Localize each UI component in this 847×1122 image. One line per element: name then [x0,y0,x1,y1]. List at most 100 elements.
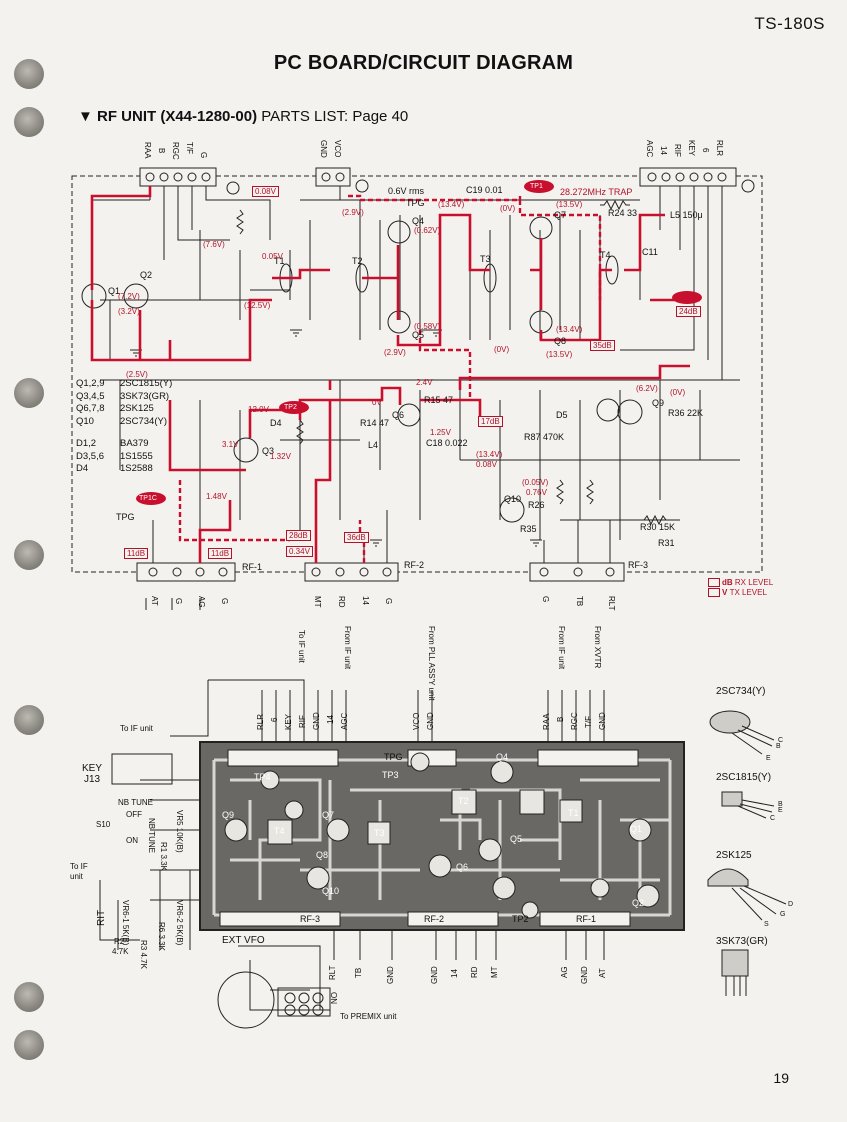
board-t4: T4 [274,826,285,836]
r2-label: R2 [114,937,125,946]
q6-label: Q6 [392,410,405,420]
voltage-label: (7.6V) [203,240,225,249]
board-top-pin: 14 [326,715,335,724]
board-top-pin: GND [598,712,607,730]
voltage-label: 1.48V [206,492,227,501]
punch-hole [14,378,44,408]
c18-label: C18 0.022 [426,438,468,448]
d4-label: D4 [270,418,282,428]
c11-label: C11 [642,247,658,257]
transistor-name: 2SK125 [716,850,752,861]
svg-text:G: G [780,911,785,918]
board-q5: Q5 [510,834,523,844]
voltage-label: (0V) [670,388,686,397]
t4-label: T4 [600,250,611,260]
board-top-pin: RIF [298,715,307,728]
nb-tune2-label: NB TUNE [147,818,156,853]
to-if-label: To IF unit [120,724,153,733]
l4-label: L4 [368,440,379,450]
rf2-label: RF-2 [404,560,424,570]
rf1-label: RF-1 [242,562,262,572]
voltage-label: (2.9V) [342,208,364,217]
j13-label: J13 [84,774,101,785]
punch-hole [14,982,44,1012]
voltage-label: (13.4V) [476,450,503,459]
tp2-marker [279,401,309,414]
db-label: 24dB [676,306,701,317]
board-q8: Q8 [316,850,329,860]
voltage-label: 0.08V [252,186,279,197]
key-label: KEY [82,763,103,774]
voltage-label: (12.5V) [244,301,271,310]
voltage-label: 0V [372,398,382,407]
db-label: 17dB [478,416,503,427]
board-tp2: TP2 [512,914,529,924]
model-number: TS-180S [754,14,825,33]
voltage-label: (2.9V) [384,348,406,357]
board-q6: Q6 [456,862,469,872]
on-label: ON [126,836,138,845]
board-bottom-pin: GND [386,966,395,984]
r30-label: R30 15K [640,522,676,532]
board-tp3: TP3 [382,770,399,780]
voltage-label: (0V) [500,204,516,213]
r2-value: 4.7K [112,947,129,956]
off-label: OFF [126,810,142,819]
q5-label: Q5 [412,330,425,340]
board-rf3: RF-3 [300,914,320,924]
voltage-label: (3.2V) [118,307,140,316]
tp4-marker [672,291,702,304]
svg-text:E: E [766,755,771,762]
q2-label: Q2 [140,270,153,280]
subtitle-parts: PARTS LIST: Page 40 [257,108,409,125]
q4-label: Q4 [412,216,425,226]
board-top-pin: VCO [412,712,421,730]
svg-text:D: D [788,901,793,908]
voltage-label: 0.08V [476,460,497,469]
c19-label: C19 0.01 [466,185,503,195]
tpg-label: TPG [406,198,425,208]
transistor-drawings: BEC ECB DGS [707,710,793,996]
voltage-label: (0.58V) [414,322,441,331]
svg-text:C: C [770,815,775,822]
board-bottom-pin: GND [580,966,589,984]
board-t1: T1 [568,808,579,818]
subtitle-unit: ▼ RF UNIT (X44-1280-00) [78,108,258,125]
voltage-label: (13.5V) [546,350,573,359]
r26-label: R26 [528,500,545,510]
svg-text:E: E [778,807,783,814]
voltage-label: 0.76V [526,488,547,497]
vr6-label: VR6-1 5K(B) [121,900,130,946]
board-top-pin: RAA [542,713,551,730]
db-label: 36dB [344,532,369,543]
board-rf1: RF-1 [576,914,596,924]
board-tp4: TP4 [254,772,271,782]
q8-label: Q8 [554,336,567,346]
section-subtitle: ▼ RF UNIT (X44-1280-00) PARTS LIST: Page… [78,108,408,125]
board-top-pin: T/F [584,716,593,728]
tpg-label: TPG [116,512,135,522]
on-label: ON [329,992,338,1004]
v-unit: V [722,588,728,597]
tp1-marker [524,180,554,193]
r36-label: R36 22K [668,408,704,418]
db-unit: dB [722,578,733,587]
svg-text:B: B [778,801,783,808]
board-top-pin: B [556,716,565,722]
board-t3: T3 [374,828,385,838]
board-bottom-pin: AG [560,966,569,978]
tx-level-legend: V TX LEVEL [708,588,769,598]
nb-tune-label: NB TUNE [118,798,153,807]
voltage-label: (13.4V) [556,325,583,334]
voltage-label: (13.4V) [438,200,465,209]
board-q7: Q7 [322,810,335,820]
rf3-label: RF-3 [628,560,648,570]
voltage-label: (0V) [494,345,510,354]
